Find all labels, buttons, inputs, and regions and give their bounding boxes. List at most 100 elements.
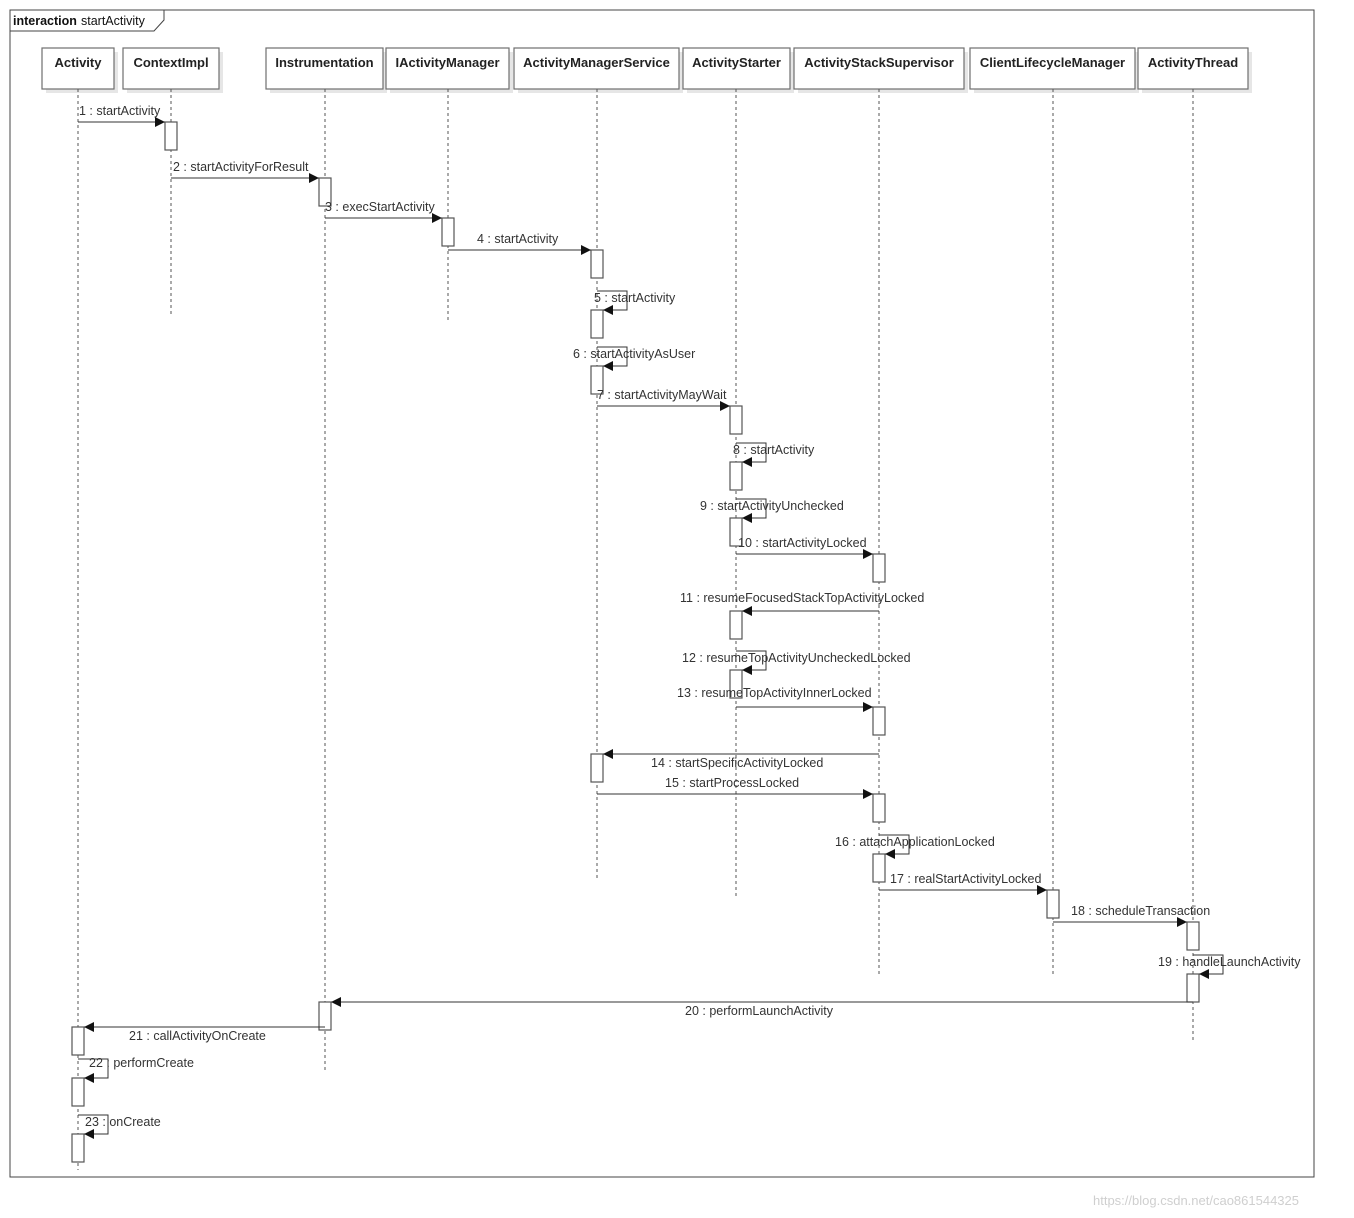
- activation-bar: [71, 1077, 85, 1107]
- message-15: 15 : startProcessLocked: [597, 776, 873, 799]
- lifeline-label: Activity: [55, 55, 103, 70]
- lifeline-box: [385, 47, 510, 90]
- self-message-line: [597, 290, 628, 311]
- lifeline-box: [1137, 47, 1249, 90]
- lifeline-label: ActivityThread: [1148, 55, 1238, 70]
- messages: 1 : startActivity 2 : startActivityForRes…: [78, 104, 1301, 1139]
- lifeline-label: Instrumentation: [275, 55, 373, 70]
- self-message-line: [78, 1114, 109, 1135]
- activation-bar: [318, 1001, 332, 1031]
- arrow-head: [603, 305, 613, 315]
- message-2: 2 : startActivityForResult: [171, 160, 319, 183]
- lifeline-label: ContextImpl: [133, 55, 208, 70]
- message-13: 13 : resumeTopActivityInnerLocked: [677, 686, 873, 712]
- message-label: 2 : startActivityForResult: [173, 160, 309, 174]
- arrow-head: [603, 361, 613, 371]
- lifeline-box: [793, 47, 965, 90]
- activation-bar: [872, 793, 886, 823]
- arrow-head: [885, 849, 895, 859]
- message-9: 9 : startActivityUnchecked: [700, 498, 844, 523]
- activation-bar: [590, 249, 604, 279]
- message-20: 20 : performLaunchActivity: [331, 997, 1193, 1018]
- message-label: 5 : startActivity: [594, 291, 676, 305]
- message-label: 18 : scheduleTransaction: [1071, 904, 1210, 918]
- activation-bar: [729, 405, 743, 435]
- lifeline-box: [682, 47, 791, 90]
- lifeline-label: ClientLifecycleManager: [980, 55, 1125, 70]
- lifeline-box: [265, 47, 384, 90]
- arrow-head: [432, 213, 442, 223]
- message-label: 8 : startActivity: [733, 443, 815, 457]
- message-label: 19 : handleLaunchActivity: [1158, 955, 1301, 969]
- message-11: 11 : resumeFocusedStackTopActivityLocked: [680, 591, 924, 616]
- message-label: 7 : startActivityMayWait: [597, 388, 727, 402]
- arrow-head: [309, 173, 319, 183]
- arrow-head: [603, 749, 613, 759]
- message-17: 17 : realStartActivityLocked: [879, 872, 1047, 895]
- lifeline-thread: ActivityThread: [1137, 47, 1252, 1040]
- message-22: 22 : performCreate: [78, 1056, 194, 1083]
- activation-bar: [1186, 973, 1200, 1003]
- activation-bar: [318, 177, 332, 207]
- message-label: 13 : resumeTopActivityInnerLocked: [677, 686, 872, 700]
- arrow-head: [581, 245, 591, 255]
- message-21: 21 : callActivityOnCreate: [84, 1022, 325, 1043]
- activation-bar: [872, 553, 886, 583]
- lifeline-box: [513, 47, 680, 90]
- message-label: 4 : startActivity: [477, 232, 559, 246]
- message-label: 11 : resumeFocusedStackTopActivityLocked: [680, 591, 924, 605]
- arrow-head: [863, 702, 873, 712]
- self-message-line: [597, 346, 628, 367]
- activation-bar: [729, 461, 743, 491]
- lifeline-instrumentation: Instrumentation: [265, 47, 387, 1070]
- message-label: 1 : startActivity: [79, 104, 161, 118]
- arrow-head: [1177, 917, 1187, 927]
- arrow-head: [742, 665, 752, 675]
- self-message-line: [78, 1058, 109, 1079]
- arrow-head: [1199, 969, 1209, 979]
- activation-bar: [71, 1133, 85, 1163]
- activation-bar: [729, 517, 743, 547]
- message-label: 6 : startActivityAsUser: [573, 347, 695, 361]
- watermark: https://blog.csdn.net/cao861544325: [1093, 1193, 1299, 1208]
- lifeline-ams: ActivityManagerService: [513, 47, 683, 880]
- lifeline-box: [969, 47, 1136, 90]
- message-label: 3 : execStartActivity: [325, 200, 436, 214]
- self-message-line: [1193, 954, 1224, 975]
- lifelines: Activity ContextImpl Instrumentation IActiv…: [41, 47, 1252, 1170]
- frame-keyword: interaction: [13, 14, 77, 28]
- activation-bar: [872, 853, 886, 883]
- message-23: 23 : onCreate: [78, 1114, 161, 1139]
- arrow-head: [742, 513, 752, 523]
- activation-bar: [872, 706, 886, 736]
- message-14: 14 : startSpecificActivityLocked: [603, 749, 879, 770]
- lifeline-starter: ActivityStarter: [682, 47, 794, 898]
- message-3: 3 : execStartActivity: [325, 200, 442, 223]
- activation-bar: [729, 610, 743, 640]
- lifeline-label: ActivityManagerService: [523, 55, 670, 70]
- frame-name: startActivity: [81, 14, 146, 28]
- message-label: 10 : startActivityLocked: [738, 536, 867, 550]
- interaction-frame: interaction startActivity: [9, 9, 1315, 1178]
- message-5: 5 : startActivity: [594, 290, 676, 315]
- message-label: 21 : callActivityOnCreate: [129, 1029, 266, 1043]
- message-label: 9 : startActivityUnchecked: [700, 499, 844, 513]
- message-label: 22 : performCreate: [89, 1056, 194, 1070]
- message-18: 18 : scheduleTransaction: [1053, 904, 1210, 927]
- lifeline-label: IActivityManager: [395, 55, 499, 70]
- arrow-head: [84, 1129, 94, 1139]
- message-label: 14 : startSpecificActivityLocked: [651, 756, 823, 770]
- lifeline-supervisor: ActivityStackSupervisor: [793, 47, 968, 975]
- message-label: 20 : performLaunchActivity: [685, 1004, 834, 1018]
- arrow-head: [1037, 885, 1047, 895]
- message-7: 7 : startActivityMayWait: [597, 388, 730, 411]
- message-1: 1 : startActivity: [78, 104, 165, 127]
- arrow-head: [863, 789, 873, 799]
- lifeline-iactivitymanager: IActivityManager: [385, 47, 513, 322]
- message-label: 23 : onCreate: [85, 1115, 161, 1129]
- activation-bar: [590, 309, 604, 339]
- lifeline-label: ActivityStackSupervisor: [804, 55, 954, 70]
- arrow-head: [742, 606, 752, 616]
- arrow-head: [84, 1073, 94, 1083]
